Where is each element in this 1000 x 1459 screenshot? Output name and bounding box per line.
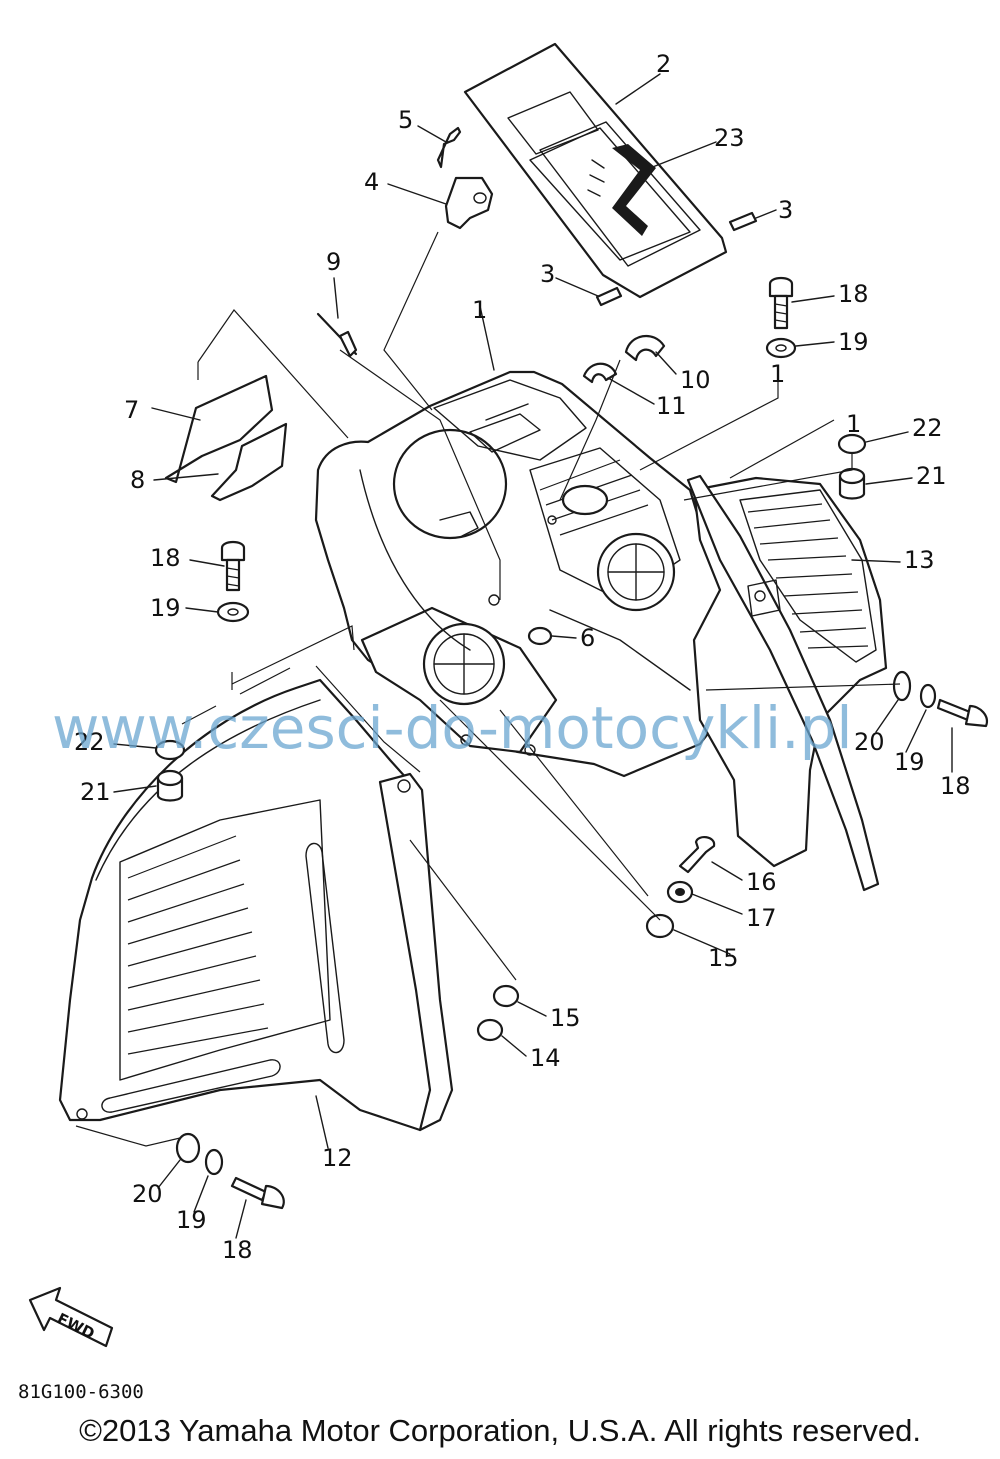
nut-15-lower — [492, 984, 520, 1008]
label-part-19: 19 — [176, 1206, 207, 1234]
fwd-arrow: FWD — [28, 1286, 114, 1348]
label-part-3: 3 — [540, 260, 555, 288]
label-part-17: 17 — [746, 904, 777, 932]
leader-lines — [113, 73, 953, 1239]
bolt-18-top-right — [768, 276, 794, 330]
bolt-16 — [678, 836, 716, 874]
label-part-2: 2 — [656, 50, 671, 78]
label-part-19: 19 — [838, 328, 869, 356]
label-part-21: 21 — [916, 462, 947, 490]
part-3-pin-left — [595, 286, 623, 307]
label-part-18: 18 — [940, 772, 971, 800]
label-part-6: 6 — [580, 624, 595, 652]
label-part-1: 1 — [770, 360, 785, 388]
label-part-14: 14 — [530, 1044, 561, 1072]
label-part-23: 23 — [714, 124, 745, 152]
label-part-8: 8 — [130, 466, 145, 494]
part-2-top-cover — [463, 42, 728, 299]
part-13-right-cover — [686, 474, 888, 892]
nut-14 — [476, 1018, 504, 1042]
washer-20-bottom — [175, 1132, 201, 1164]
label-part-1: 1 — [472, 296, 487, 324]
copyright-notice: ©2013 Yamaha Motor Corporation, U.S.A. A… — [79, 1413, 921, 1448]
label-part-20: 20 — [854, 728, 885, 756]
washer-19-left — [216, 601, 250, 623]
washer-19-right — [919, 683, 937, 709]
label-part-1: 1 — [846, 410, 861, 438]
label-part-13: 13 — [904, 546, 935, 574]
part-3-pin-right — [728, 211, 758, 232]
part-10-grommet — [624, 335, 666, 362]
label-part-11: 11 — [656, 392, 687, 420]
label-part-9: 9 — [326, 248, 341, 276]
washer-22-left — [154, 739, 186, 761]
label-part-22: 22 — [912, 414, 943, 442]
label-part-15: 15 — [550, 1004, 581, 1032]
washer-19-bottom — [204, 1148, 224, 1176]
label-part-19: 19 — [894, 748, 925, 776]
label-part-21: 21 — [80, 778, 111, 806]
assembly-lines — [75, 231, 901, 1147]
part-1-main-body — [314, 370, 738, 778]
label-part-18: 18 — [150, 544, 181, 572]
label-part-12: 12 — [322, 1144, 353, 1172]
label-part-19: 19 — [150, 594, 181, 622]
bolt-18-bottom — [230, 1176, 285, 1210]
washer-19-top-right — [765, 337, 797, 359]
collar-21-right — [838, 467, 866, 500]
bolt-18-left — [220, 540, 246, 592]
label-part-10: 10 — [680, 366, 711, 394]
label-part-20: 20 — [132, 1180, 163, 1208]
bolt-18-right — [936, 698, 988, 728]
label-part-15: 15 — [708, 944, 739, 972]
logo-23-emblem — [587, 144, 656, 236]
diagram-code: 81G100-6300 — [18, 1381, 144, 1403]
label-part-4: 4 — [364, 168, 379, 196]
washer-20-right — [892, 670, 912, 702]
watermark-text: www.czesci-do-motocykli.pl — [52, 694, 853, 762]
part-8-bracket — [210, 422, 288, 502]
part-4-clip — [444, 176, 494, 230]
label-part-18: 18 — [222, 1236, 253, 1264]
part-labels: 2 23 3 3 5 4 9 1 10 11 18 19 1 1 22 21 1… — [74, 50, 971, 1264]
collar-21-left — [156, 769, 184, 802]
part-5-screw — [436, 126, 462, 169]
label-part-22: 22 — [74, 728, 105, 756]
label-part-5: 5 — [398, 106, 413, 134]
part-9-rod — [316, 312, 358, 358]
label-part-16: 16 — [746, 868, 777, 896]
label-part-3: 3 — [778, 196, 793, 224]
washer-17 — [666, 880, 694, 904]
label-part-7: 7 — [124, 396, 139, 424]
label-part-18: 18 — [838, 280, 869, 308]
part-7-bracket — [164, 374, 274, 484]
nut-6 — [527, 626, 553, 646]
nut-15-right — [645, 913, 675, 939]
